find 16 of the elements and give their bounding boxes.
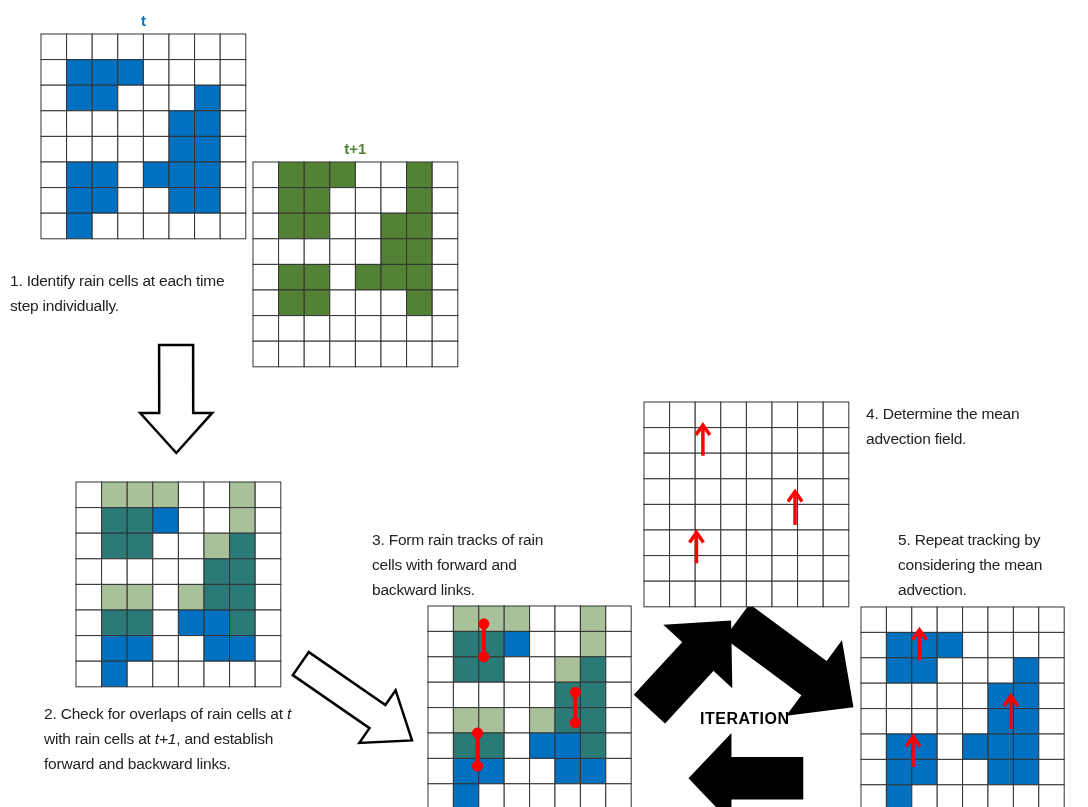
block-arrow [291, 650, 414, 745]
grid-drawing [75, 481, 282, 688]
block-arrow [137, 343, 215, 455]
iteration-label: ITERATION [700, 710, 790, 728]
step-caption: 5. Repeat tracking by considering the mean advection. [898, 530, 1044, 600]
time-step-label: t+1 [344, 140, 367, 157]
step-caption: 4. Determine the mean advection field. [866, 404, 1021, 449]
grid-drawing [427, 605, 633, 807]
grid-drawing [643, 401, 850, 608]
step-caption: 1. Identify rain cells at each time step individually. [10, 268, 255, 318]
block-arrow [688, 733, 804, 807]
grid-drawing [860, 606, 1066, 807]
step-caption: 3. Form rain tracks of rain cells with forward and backward links. [372, 530, 545, 600]
step-caption: 2. Check for overlaps of rain cells at t with rain cells at t+1, and establish forward and backward links. [44, 704, 293, 774]
block-arrow [633, 620, 733, 724]
time-step-label: t [140, 12, 146, 29]
